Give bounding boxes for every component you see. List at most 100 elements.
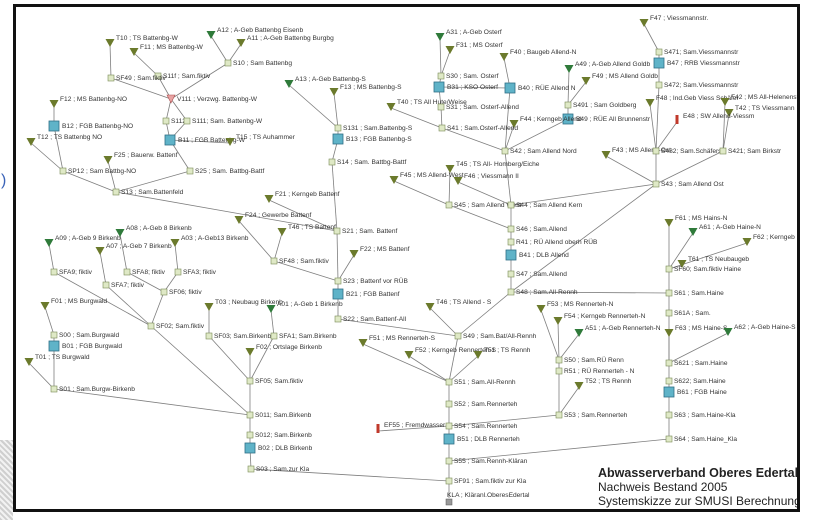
node-marker-s54 (445, 422, 453, 430)
connection-B49-S42 (504, 118, 569, 152)
connection-F31-S30 (440, 50, 451, 77)
node-s11f: S11f ; Sam.fiktiv (154, 72, 211, 80)
node-f62: F62 ; Kerngeb Haine-N (742, 234, 797, 246)
connection-E48-S482 (655, 121, 678, 152)
connection-F52-S51 (408, 355, 450, 383)
node-b11: B11 ; FGB Battenbg-W (164, 134, 246, 146)
node-label-s63: S63 ; Sam.Haine-Kla (674, 412, 736, 419)
node-f31: F31 ; MS Osterf (445, 42, 503, 54)
node-a13: A13 ; A-Geb Battenbg-S (284, 76, 366, 88)
node-label-s47: S47 ; Sam.Allend (516, 271, 567, 278)
node-label-b41: B41 ; DLB Allend (519, 252, 569, 259)
node-s111: S111; Sam. Battenbg-W (183, 117, 263, 125)
node-marker-f12 (49, 100, 59, 108)
node-marker-ef55 (376, 424, 380, 433)
node-label-s44: S44 ; Sam Allend Kern (516, 202, 583, 209)
node-sf91: SF91 ; Sam.fiktiv zur Kla (445, 477, 527, 485)
node-a12: A12 ; A-Geb Battenbg Eisenb (206, 27, 303, 39)
node-a07: A07 ; A-Geb 7 Birkenb (95, 243, 172, 255)
node-label-s43: S43 ; Sam Allend Ost (661, 181, 724, 188)
node-label-f02: F02 ; Ortslage Birkenb (256, 344, 322, 351)
connection-SFA7-SF02 (105, 284, 152, 327)
connection-A12-S10 (210, 35, 229, 64)
node-t12: T12 ; TS Battenbg NO (26, 134, 102, 146)
node-f12: F12 ; MS Battenbg-NO (49, 96, 127, 108)
node-label-a03: A03 ; A-Geb13 Birkenb (181, 235, 249, 242)
node-marker-b41 (505, 249, 517, 261)
connection-B40-S42 (504, 87, 511, 152)
node-marker-a11 (236, 39, 246, 47)
node-marker-s48 (507, 288, 515, 296)
node-label-f48: F48 ; Ind.Geb Viess Schäfer (656, 95, 740, 102)
node-label-a51: A51 ; A-Geb Rennerteh-N (585, 325, 661, 332)
node-marker-s46 (507, 225, 515, 233)
node-s421: S421; Sam Birkstr (719, 147, 782, 155)
node-marker-s14 (328, 158, 336, 166)
corner-texture (0, 440, 13, 520)
node-marker-s55 (445, 457, 453, 465)
node-t15: T15 ; TS Auhammer (225, 134, 296, 146)
node-marker-b49 (562, 113, 574, 125)
node-s491: S491 ; Sam Goldberg (564, 101, 637, 109)
node-label-s421: S421; Sam Birkstr (728, 148, 782, 155)
node-label-t01: T01 ; TS Burgwald (35, 354, 90, 361)
node-s47: S47 ; Sam.Allend (507, 270, 567, 278)
node-marker-t51 (473, 351, 483, 359)
node-label-f31: F31 ; MS Osterf (456, 42, 503, 49)
node-label-s30: S30 ; Sam. Osterf (446, 73, 499, 80)
node-label-s482: S482; Sam.Schäferstr (661, 148, 726, 155)
node-marker-t46 (425, 303, 435, 311)
node-marker-a61 (688, 228, 698, 236)
node-s471: S471; Sam.Viessmannstr (655, 48, 739, 56)
connection-F13-S131 (333, 92, 339, 129)
connection-SF03-SF05 (208, 335, 251, 382)
connection-S43-S48 (510, 183, 657, 293)
node-label-s471: S471; Sam.Viessmannstr (664, 49, 739, 56)
node-marker-a49 (564, 65, 574, 73)
node-label-sfa1: SFA1; Sam.Birkenb (279, 333, 337, 340)
node-label-a07: A07 ; A-Geb 7 Birkenb (106, 243, 172, 250)
node-label-f62: F62 ; Kerngeb Haine-N (753, 234, 797, 241)
node-marker-s112 (162, 117, 170, 125)
node-marker-s03 (247, 465, 255, 473)
node-s112: S112; (162, 117, 188, 125)
title-line-1: Abwasserverband Oberes Edertal (598, 466, 797, 480)
node-sf05: SF05; Sam.fiktiv (246, 377, 304, 385)
node-marker-a13 (284, 80, 294, 88)
node-b41: B41 ; DLB Allend (505, 249, 569, 261)
node-f46: F46 ; Viessmann II (453, 173, 519, 185)
node-e48: E48 ; SW Allend-Viessm (675, 113, 755, 124)
node-s53: S53 ; Sam.Rennerteh (555, 411, 628, 419)
node-label-a31: A31 ; A-Geb Osterf (446, 29, 502, 36)
node-marker-b31 (433, 81, 445, 93)
node-s13: S13 ; Sam.Battenfeld (112, 188, 184, 196)
node-s03: S03 ; Sam.zur Kla (247, 465, 309, 473)
node-s472: S472; Sam.Viessmannstr (655, 81, 739, 89)
node-label-s61: S61 ; Sam.Haine (674, 290, 724, 297)
node-label-b49: B49 ; RÜE All Brunnenstr (576, 115, 651, 123)
node-label-b51: B51 ; DLB Rennerteh (457, 436, 520, 443)
node-label-f22: F22 ; MS Battenf (360, 246, 410, 253)
node-f40: F40 ; Baugeb Allend-N (499, 49, 577, 61)
connection-A13-S131 (288, 84, 339, 129)
node-marker-s622 (665, 377, 673, 385)
node-marker-t12 (26, 138, 36, 146)
node-label-f52: F52 ; Kerngeb Rennerteh-S (415, 347, 497, 354)
connection-F45-S45 (393, 180, 450, 206)
node-a51: A51 ; A-Geb Rennerteh-N (574, 325, 661, 337)
connection-SP12-S13 (62, 170, 117, 193)
connection-F49-S491 (567, 81, 587, 106)
node-label-sfa9: SFA9; fiktiv (59, 269, 93, 276)
connection-S21-S23 (336, 230, 339, 282)
connection-S22-S49 (337, 318, 459, 337)
node-label-t15: T15 ; TS Auhammer (236, 134, 296, 141)
node-f01: F01 ; MS Burgwald (40, 298, 107, 310)
node-a09: A09 ; A-Geb 9 Birkenb (44, 235, 121, 247)
connection-F01-S00 (44, 306, 55, 336)
node-marker-s471 (655, 48, 663, 56)
node-s10: S10 ; Sam Battenbg (224, 59, 292, 67)
node-label-s112: S112; (171, 118, 188, 125)
node-f42: F42 ; MS All-Helenenstr-Viess (720, 94, 797, 106)
node-s54: S54 ; Sam.Rennerteh (445, 422, 518, 430)
